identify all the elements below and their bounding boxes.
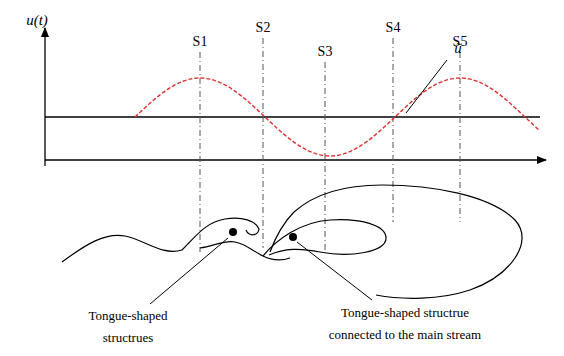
leader-line	[150, 238, 228, 304]
section-label: S1	[193, 34, 208, 50]
y-axis	[44, 28, 45, 166]
stream-line	[62, 235, 182, 262]
leader-line	[297, 242, 372, 300]
structure-label: Tongue-shaped structrue connected to the…	[314, 302, 496, 346]
section-label: S2	[256, 20, 271, 36]
section-label: S4	[386, 20, 401, 36]
mean-line	[45, 116, 540, 117]
mean-symbol: ũ	[454, 40, 462, 56]
velocity-wave	[135, 78, 539, 156]
leader-line	[406, 60, 447, 113]
section-label: S3	[318, 44, 333, 60]
axis-label: u(t)	[26, 12, 48, 28]
structure-dot	[289, 233, 297, 241]
tongue-structure	[263, 220, 386, 256]
main-stream-loop	[270, 185, 522, 298]
x-axis	[45, 159, 546, 160]
section-line	[263, 38, 264, 248]
structure-label: Tongue-shaped structrues	[73, 305, 183, 349]
section-line	[200, 52, 201, 252]
vortex-structures	[62, 185, 522, 298]
tongue-structure	[182, 218, 259, 250]
section-line	[393, 38, 394, 222]
structure-dot	[229, 228, 237, 236]
